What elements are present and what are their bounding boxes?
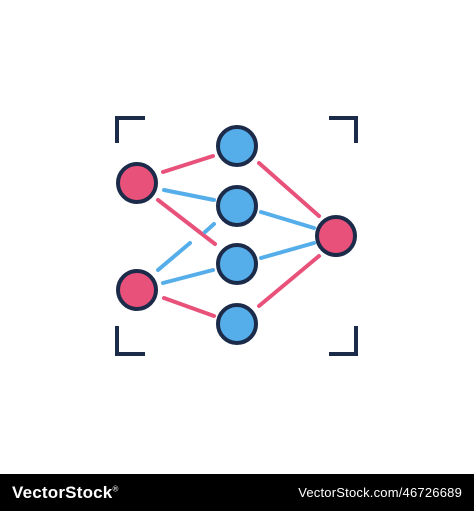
output-node (315, 215, 357, 257)
bracket-bottom-right (329, 326, 358, 356)
bracket-top-right (329, 116, 358, 143)
watermark-footer: VectorStock® VectorStock.com/46726689 (0, 474, 474, 511)
frame-brackets (115, 116, 358, 356)
edge-pink (162, 296, 216, 318)
registered-mark: ® (112, 483, 119, 493)
edge-pink (257, 161, 321, 218)
brand-logo[interactable]: VectorStock® (12, 483, 119, 503)
edge-blue (156, 241, 192, 272)
edge-blue (161, 268, 215, 285)
hidden-node-4 (216, 303, 258, 345)
hidden-node-2 (216, 185, 258, 227)
edge-blue (203, 222, 216, 234)
hidden-node-3 (216, 243, 258, 285)
edge-pink (156, 198, 217, 246)
hidden-node-1 (216, 125, 258, 167)
edge-pink (161, 154, 215, 174)
connections (156, 154, 321, 318)
nodes (116, 125, 357, 345)
brand-name: VectorStock (12, 482, 113, 502)
edge-blue (259, 210, 316, 230)
input-node-top (116, 162, 158, 204)
neural-network-icon (115, 116, 358, 356)
icon-canvas (115, 116, 358, 356)
edge-blue (259, 241, 316, 260)
edge-pink (257, 254, 321, 308)
edge-blue (162, 188, 216, 202)
bracket-bottom-left (115, 326, 145, 356)
image-id-text: VectorStock.com/46726689 (298, 485, 462, 500)
input-node-bottom (116, 269, 158, 311)
bracket-top-left (115, 116, 145, 143)
